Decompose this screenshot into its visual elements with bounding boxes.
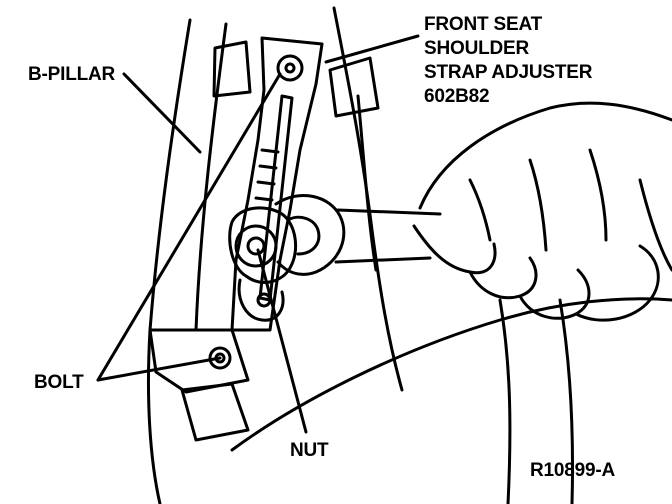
- b-pillar-label: B-PILLAR: [28, 64, 116, 85]
- wrist: [638, 178, 672, 272]
- leader-bolt-upper: [96, 72, 282, 382]
- bolt-label: BOLT: [34, 372, 84, 393]
- upper-trim-clip-left: [212, 40, 252, 98]
- component-label-line1: FRONT SEAT: [424, 14, 543, 35]
- adjuster-track-plate: [230, 36, 324, 332]
- upper-bolt-center: [284, 62, 296, 74]
- lower-anchor-plate: [180, 382, 250, 442]
- figure-code: R10899-A: [530, 460, 615, 481]
- hand-knuckles: [468, 148, 608, 252]
- leader-nut: [256, 248, 308, 434]
- wrench-jaw: [286, 215, 321, 256]
- b-pillar-outline: [146, 18, 192, 504]
- seat-contour: [230, 297, 672, 452]
- nut-center: [246, 236, 266, 256]
- leader-bolt-lower: [96, 356, 222, 382]
- hand-fingers: [412, 224, 660, 322]
- lower-bolt: [208, 346, 232, 370]
- b-pillar-inner-edge: [194, 22, 228, 332]
- b-pillar-right-edge-2: [356, 94, 378, 272]
- hand-outline: [418, 101, 672, 210]
- track-teeth: [254, 148, 280, 202]
- component-label-line3: STRAP ADJUSTER: [424, 62, 593, 83]
- seat-edge: [498, 298, 574, 504]
- slider-block: [228, 206, 297, 284]
- upper-trim-clip-right: [328, 56, 380, 118]
- nut-label: NUT: [290, 440, 329, 461]
- wrench-head: [274, 194, 346, 276]
- component-label-line2: SHOULDER: [424, 38, 529, 59]
- leader-component: [324, 34, 420, 64]
- adjuster-tab: [237, 278, 285, 322]
- wrench-handle: [334, 208, 442, 264]
- component-part-number: 602B82: [424, 86, 489, 107]
- leader-pillar: [122, 72, 202, 154]
- nut: [234, 224, 278, 268]
- upper-bolt: [276, 54, 304, 82]
